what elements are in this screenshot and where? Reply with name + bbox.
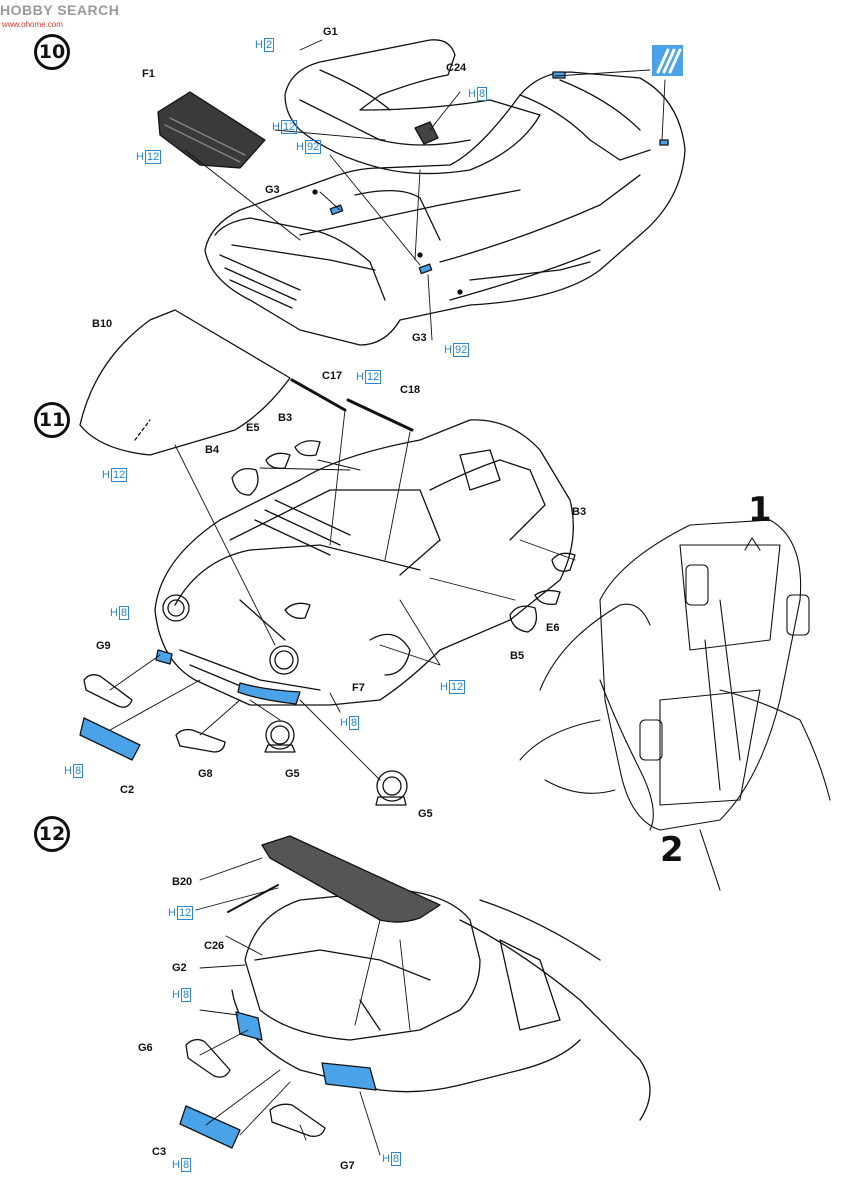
car-rear-body [231, 889, 651, 1121]
label-f1: F1 [142, 68, 155, 80]
car-front-body [154, 419, 574, 706]
label-g7: G7 [340, 1160, 355, 1172]
label-c18: C18 [400, 384, 421, 396]
label-b10: B10 [92, 318, 113, 330]
label-c26: C26 [204, 940, 225, 952]
watermark: HOBBY SEARCH [0, 2, 120, 18]
label-b3-right: B3 [572, 506, 587, 518]
label-c3: C3 [152, 1146, 167, 1158]
label-g6: G6 [138, 1042, 153, 1054]
label-c2: C2 [120, 784, 135, 796]
step-12-marker: 12 [34, 816, 70, 852]
label-g2: G2 [172, 962, 187, 974]
label-g5-right: G5 [418, 808, 433, 820]
sequence-number-2: 2 [660, 830, 684, 870]
label-c17: C17 [322, 370, 343, 382]
body-shell-drawing [204, 71, 686, 346]
label-e6: E6 [546, 622, 560, 634]
label-f7: F7 [352, 682, 365, 694]
hand-chassis-drawing [519, 519, 831, 891]
label-g3-lower: G3 [412, 332, 427, 344]
label-g8: G8 [198, 768, 213, 780]
label-g3-upper: G3 [265, 184, 280, 196]
label-g1: G1 [323, 26, 338, 38]
label-c24: C24 [446, 62, 467, 74]
sequence-number-1: 1 [748, 490, 772, 530]
label-b5: B5 [510, 650, 525, 662]
label-b3-left: B3 [278, 412, 293, 424]
part-f1-shape [157, 91, 266, 169]
roof-panel-g1 [284, 39, 541, 175]
label-g9: G9 [96, 640, 111, 652]
step-10-marker: 10 [34, 34, 70, 70]
label-b20: B20 [172, 876, 193, 888]
label-b4: B4 [205, 444, 220, 456]
label-g5-left: G5 [285, 768, 300, 780]
hood-b10-shape [79, 309, 291, 456]
step-11-marker: 11 [34, 402, 70, 438]
watermark-subtext: www.ohome.com [2, 20, 63, 29]
label-e5: E5 [246, 422, 260, 434]
